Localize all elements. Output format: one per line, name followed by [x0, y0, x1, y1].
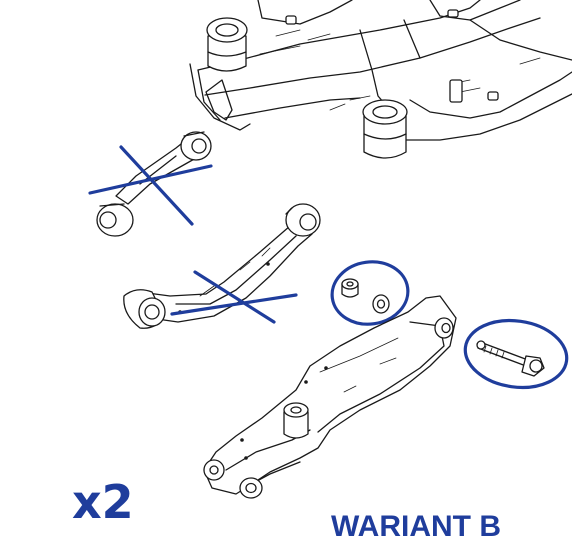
rear-subframe [189, 0, 572, 159]
bushing-inserts [330, 260, 410, 326]
bolt-highlight-circle [463, 318, 569, 390]
quantity-label: x2 [72, 475, 134, 529]
upper-arm-crossed [123, 203, 321, 329]
variant-label: WARIANT B [331, 510, 501, 543]
lower-control-arm [203, 295, 457, 499]
mounting-bolt [463, 318, 569, 390]
bushing-highlight-circle [330, 260, 410, 326]
short-link-crossed [88, 131, 213, 237]
